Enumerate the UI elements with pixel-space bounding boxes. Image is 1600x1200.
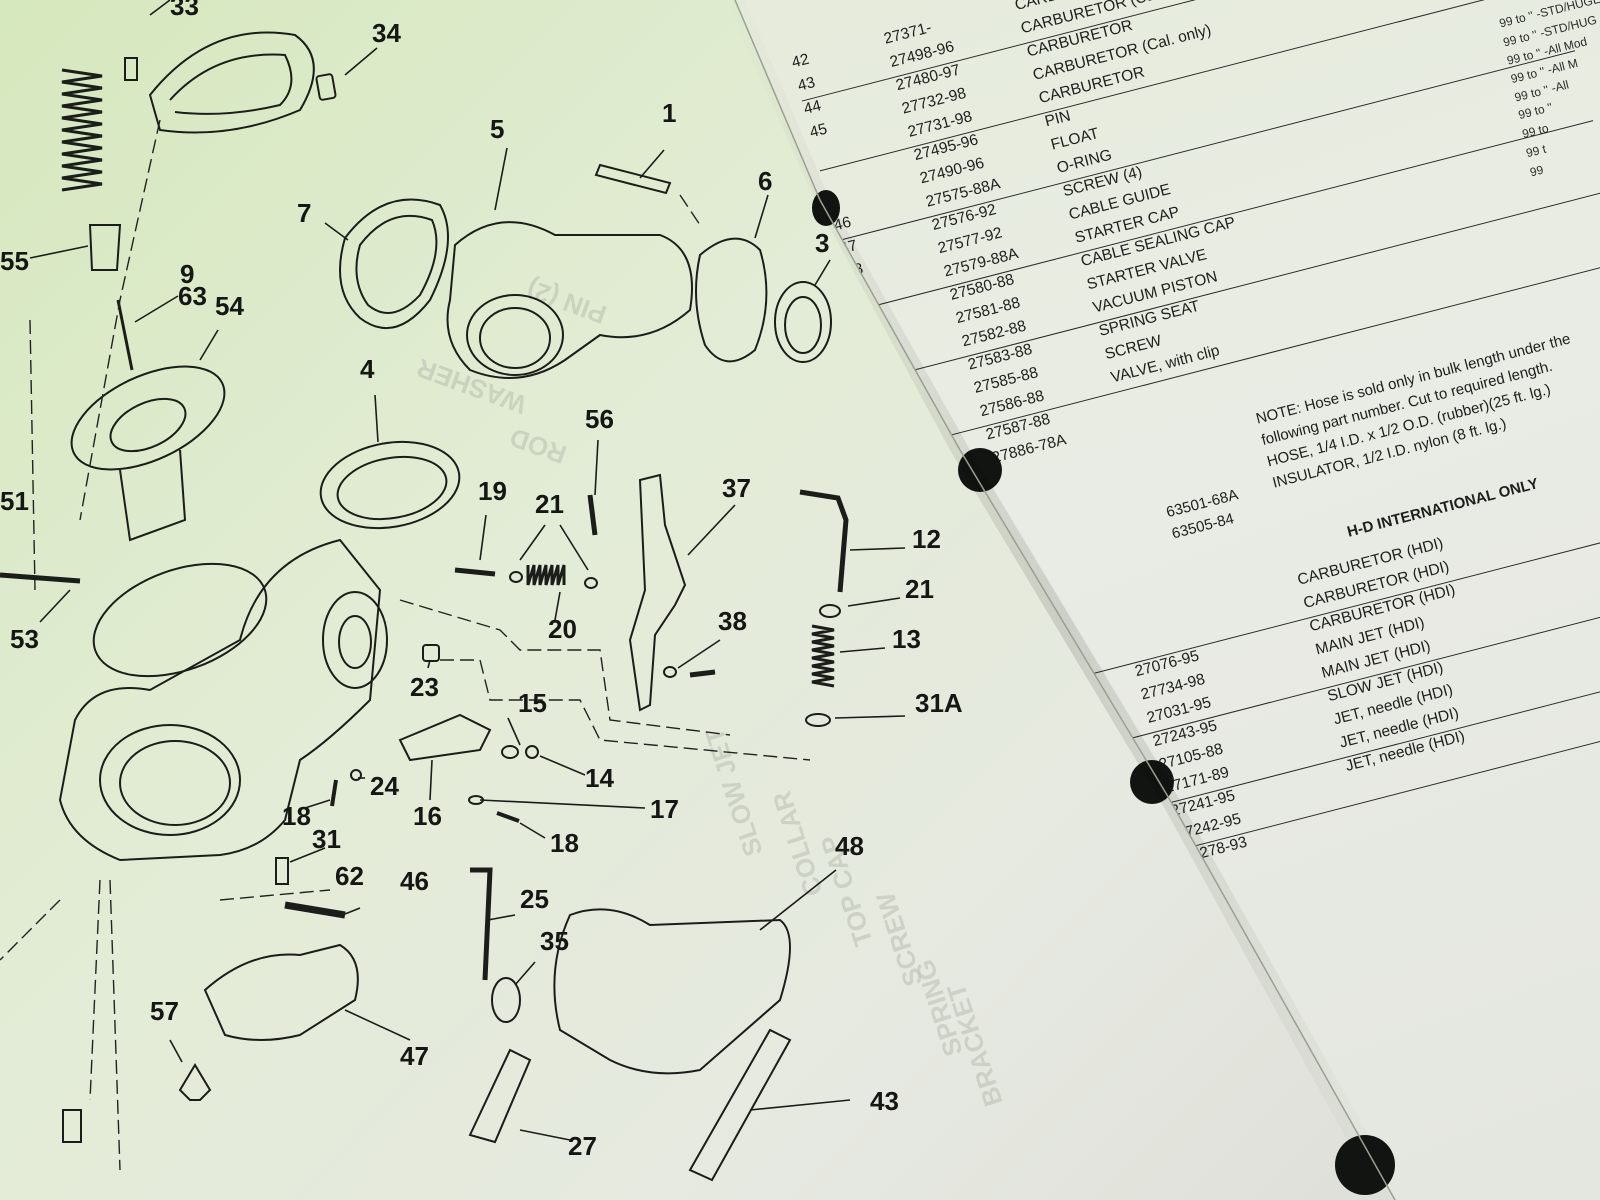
washer-38-part (663, 666, 677, 678)
top-cover-part (148, 31, 315, 134)
ref-number: 42 (790, 50, 811, 72)
callout-label: 20 (548, 614, 577, 644)
screw-56-part (587, 494, 598, 536)
callout-label: 35 (540, 926, 569, 956)
bowl-gasket-part (553, 908, 791, 1075)
callout-label: 62 (335, 861, 364, 891)
screw-38-part (689, 669, 716, 678)
adjust-screw-part (0, 572, 81, 584)
manifold-part (446, 221, 693, 379)
boot-part (491, 977, 521, 1023)
screw-19-part (454, 567, 496, 577)
callout-label: 23 (410, 672, 439, 702)
bolt-part (594, 163, 672, 195)
bracket-part (628, 473, 687, 712)
throttle-lever-part (398, 713, 492, 762)
screw-31-part (275, 857, 289, 885)
callout-label: 25 (520, 884, 549, 914)
float-part (203, 943, 359, 1041)
callout-label: 17 (650, 794, 679, 824)
callout-label: 48 (835, 831, 864, 861)
clip-14-part (525, 745, 539, 759)
callout-label: 18 (550, 828, 579, 858)
seal-part (774, 281, 832, 363)
callout-label: 13 (892, 624, 921, 654)
spring-13-part (811, 624, 835, 688)
washer-31a-part (805, 713, 831, 727)
plug-part (315, 73, 337, 101)
callout-label: 5 (490, 114, 504, 144)
callout-label: 53 (10, 624, 39, 654)
ball-24-part (350, 769, 362, 781)
spring-part (61, 68, 103, 192)
callout-label: 7 (297, 198, 311, 228)
needle-part (116, 299, 134, 371)
callout-label: 14 (585, 763, 614, 793)
clip-part (88, 224, 122, 271)
washer-21a-part (509, 571, 523, 583)
callout-label: 31 (312, 824, 341, 854)
pin-46-part (284, 901, 346, 919)
callout-label: 31A (915, 688, 963, 718)
callout-label: 51 (0, 486, 29, 516)
callout-label: 4 (360, 354, 375, 384)
callout-label: 19 (478, 476, 507, 506)
callout-label: 15 (518, 688, 547, 718)
hose-part (688, 1028, 792, 1182)
needle-57-part (178, 1063, 212, 1101)
carburetor-body-part (58, 538, 382, 862)
callout-label: 63 (178, 281, 207, 311)
callout-label: 21 (905, 574, 934, 604)
callout-label: 37 (722, 473, 751, 503)
callout-label: 38 (718, 606, 747, 636)
callout-label: 54 (215, 291, 244, 321)
callout-label: 33 (170, 0, 199, 21)
insulator-ring-part (319, 440, 461, 530)
washer-15-part (501, 745, 519, 759)
callout-label: 24 (370, 771, 399, 801)
binder-hole (958, 448, 1002, 492)
callout-label: 55 (0, 246, 29, 276)
callout-label: 47 (400, 1041, 429, 1071)
screw-33-part (124, 57, 138, 81)
callout-label: 9 (180, 259, 194, 289)
callout-label: 12 (912, 524, 941, 554)
rod-25-part (470, 867, 493, 981)
spring-20-part (526, 564, 566, 586)
callout-label: 18 (282, 801, 311, 831)
screw-18-part (330, 779, 338, 807)
gasket-part (339, 198, 449, 330)
callout-label: 27 (568, 1131, 597, 1161)
flange-part (695, 237, 768, 363)
callout-label: 57 (150, 996, 179, 1026)
callout-label: 16 (413, 801, 442, 831)
rod-part (799, 489, 849, 593)
binder-hole (812, 190, 840, 226)
binder-hole (1130, 760, 1174, 804)
callout-label: 43 (870, 1086, 899, 1116)
callout-label: 6 (758, 166, 772, 196)
callout-label: 3 (815, 228, 829, 258)
callout-label: 21 (535, 489, 564, 519)
binder-hole (1335, 1135, 1395, 1195)
washer-21b-part (584, 577, 598, 589)
pin-18-part (496, 811, 520, 823)
diaphragm-part (70, 365, 226, 471)
callout-label: 1 (662, 98, 676, 128)
callout-label: 46 (400, 866, 429, 896)
bushing-23-part (422, 644, 440, 662)
callout-label: 34 (372, 18, 401, 48)
plug-bottom-part (62, 1109, 82, 1143)
washer-part (819, 604, 841, 618)
callout-label: 56 (585, 404, 614, 434)
jet-part (468, 1048, 532, 1144)
